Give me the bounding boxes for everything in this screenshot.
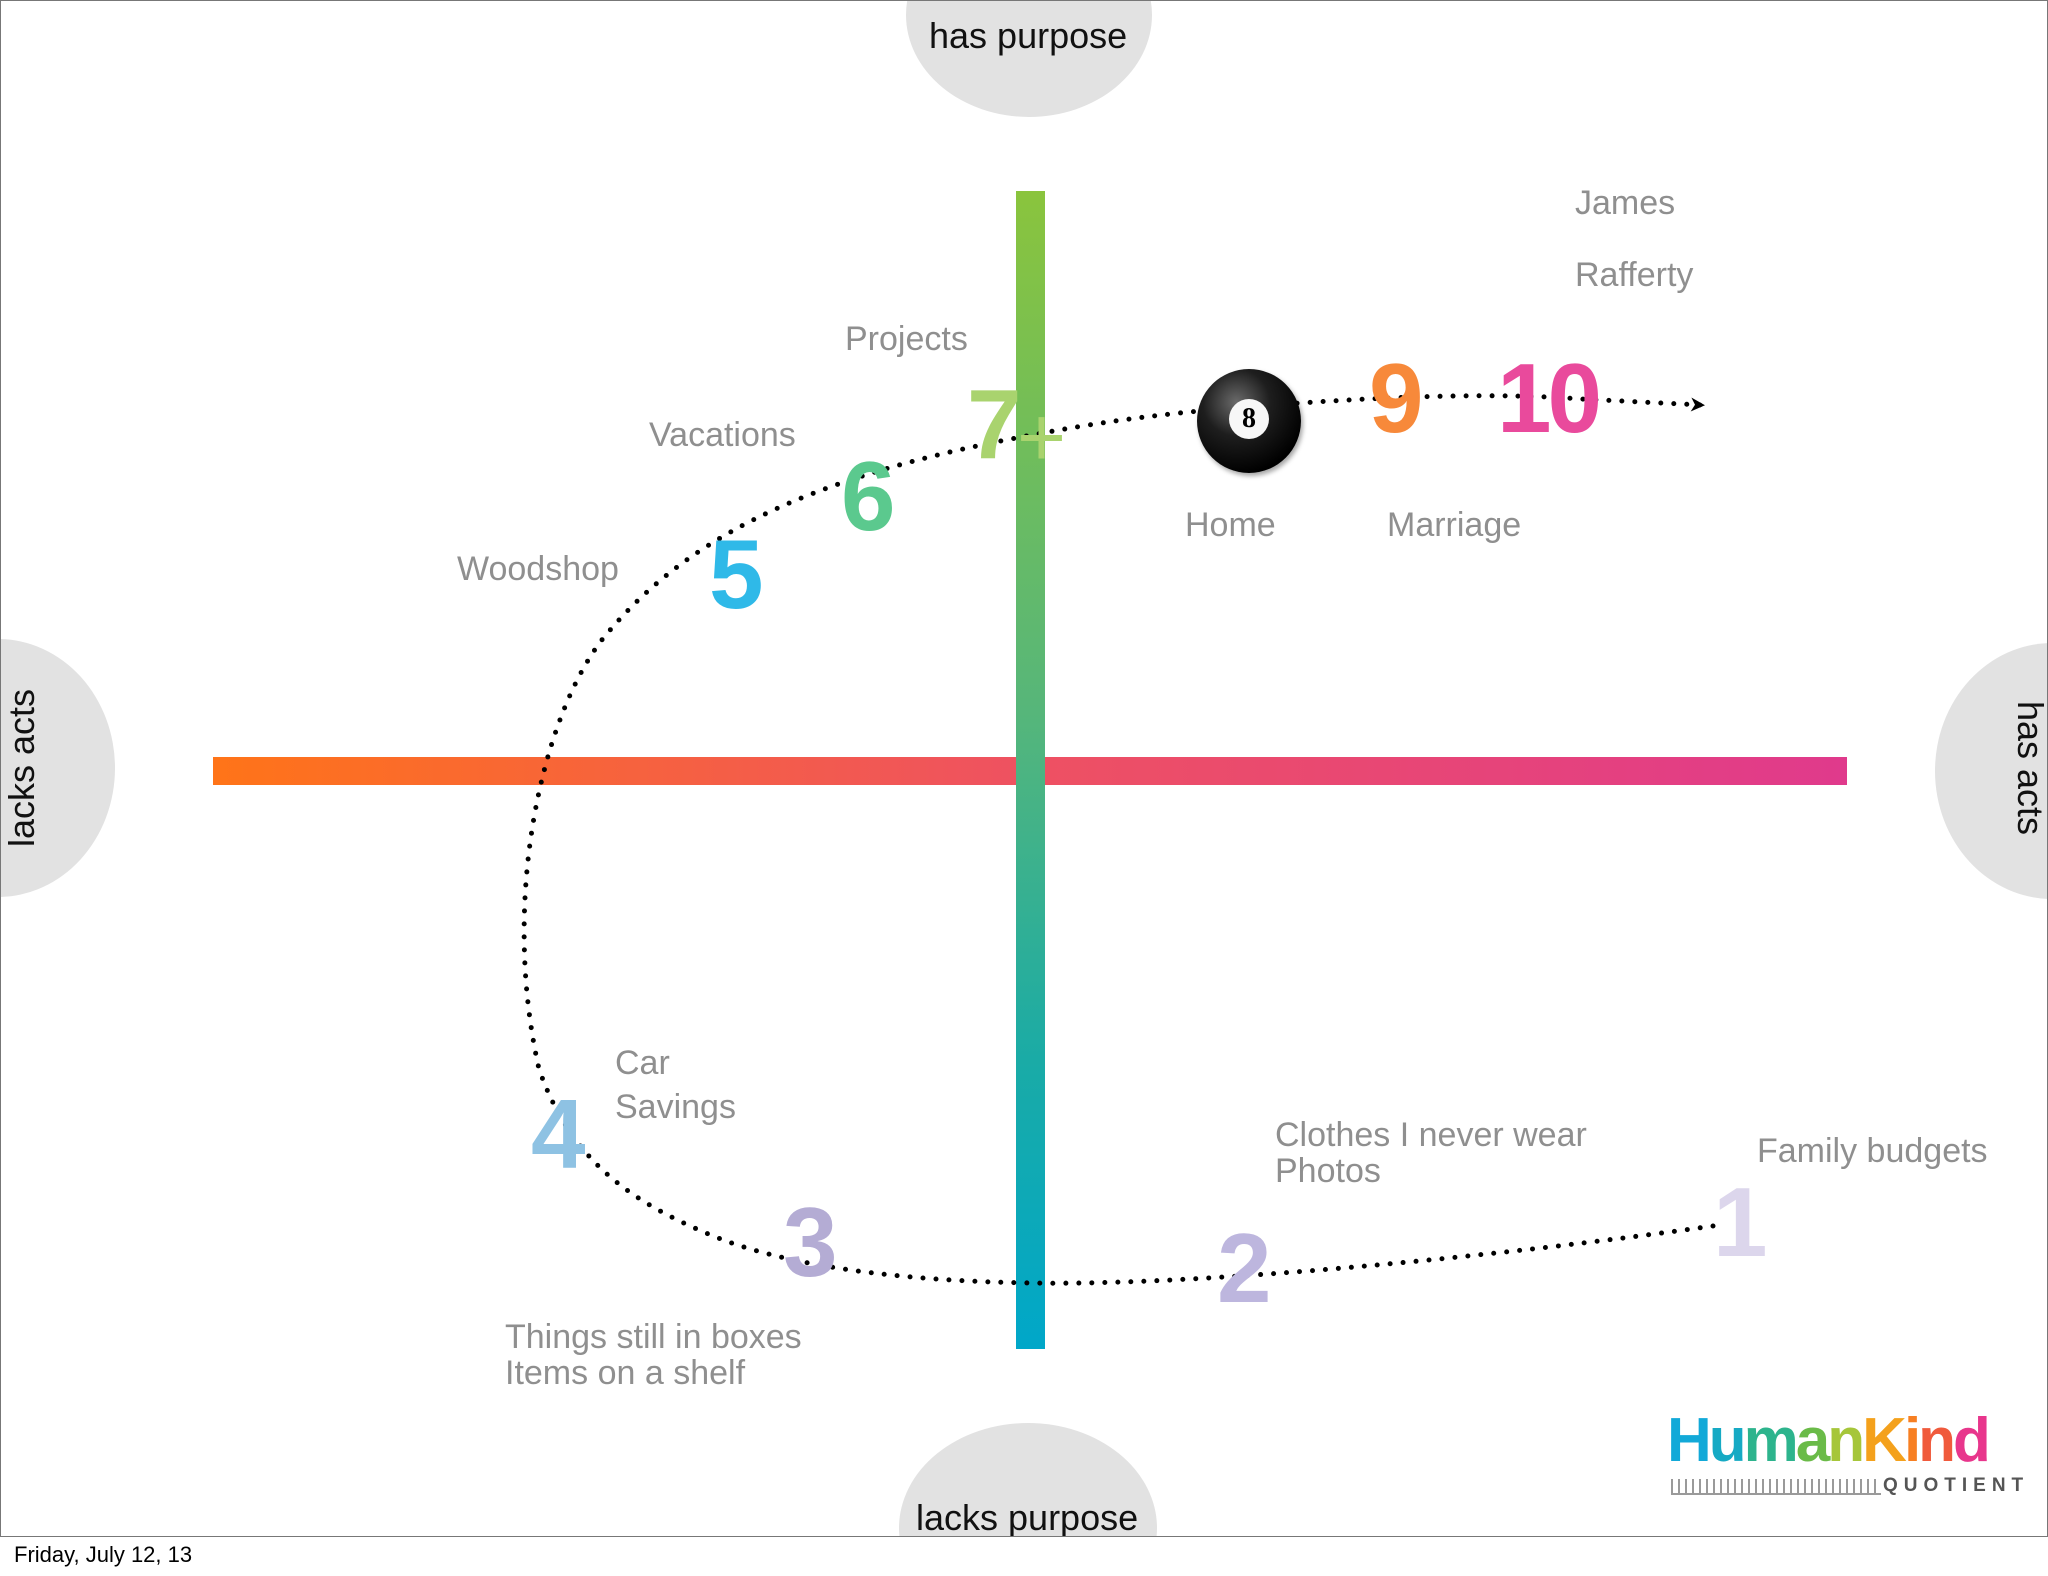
label-items-shelf: Items on a shelf	[505, 1354, 746, 1392]
logo-letter: n	[1827, 1406, 1865, 1475]
label-car: Car	[615, 1044, 670, 1082]
step-1: 1	[1713, 1167, 1767, 1277]
logo-letter: K	[1862, 1406, 1907, 1475]
label-james: James	[1575, 184, 1676, 222]
step-9: 9	[1369, 343, 1423, 453]
logo-letter: i	[1903, 1406, 1921, 1475]
label-marriage: Marriage	[1387, 506, 1522, 544]
logo-letter: n	[1918, 1406, 1956, 1475]
top-label: has purpose	[929, 15, 1128, 56]
label-clothes: Clothes I never wear	[1275, 1116, 1587, 1154]
step-6: 6	[841, 441, 895, 551]
step-2: 2	[1217, 1213, 1271, 1323]
humankind-logo: HumanKind	[1667, 1405, 1991, 1476]
logo-letter: a	[1795, 1406, 1831, 1475]
eight-ball: 8	[1197, 369, 1301, 473]
logo-quotient-text: QUOTIENT	[1883, 1475, 2030, 1496]
logo-letter: d	[1953, 1406, 1991, 1475]
label-savings: Savings	[615, 1088, 736, 1126]
label-home: Home	[1185, 506, 1276, 544]
step-5: 5	[709, 519, 763, 629]
footer-date: Friday, July 12, 13	[14, 1542, 193, 1567]
step-7: 7	[967, 369, 1021, 479]
label-projects: Projects	[845, 320, 968, 358]
logo-letter: u	[1708, 1406, 1747, 1475]
bottom-label: lacks purpose	[916, 1497, 1139, 1537]
step-plus: +	[1017, 390, 1066, 484]
label-woodshop: Woodshop	[457, 550, 619, 588]
logo-letter: m	[1743, 1406, 1799, 1475]
logo-ruler	[1671, 1479, 1881, 1495]
label-rafferty: Rafferty	[1575, 256, 1694, 294]
label-family-budgets: Family budgets	[1757, 1132, 1988, 1170]
eight-ball-number: 8	[1229, 399, 1269, 439]
step-10: 10	[1497, 343, 1602, 453]
label-things-boxes: Things still in boxes	[505, 1318, 802, 1356]
label-photos: Photos	[1275, 1152, 1381, 1190]
logo-letter: H	[1667, 1406, 1712, 1475]
slide-canvas: has purpose lacks purpose lacks acts has…	[0, 0, 2048, 1537]
progress-path	[521, 393, 1716, 1286]
logo-quotient: QUOTIENT	[1671, 1475, 2023, 1499]
purpose-axis	[1016, 191, 1045, 1349]
step-4: 4	[531, 1079, 585, 1189]
label-vacations: Vacations	[649, 416, 796, 454]
step-3: 3	[783, 1187, 837, 1297]
